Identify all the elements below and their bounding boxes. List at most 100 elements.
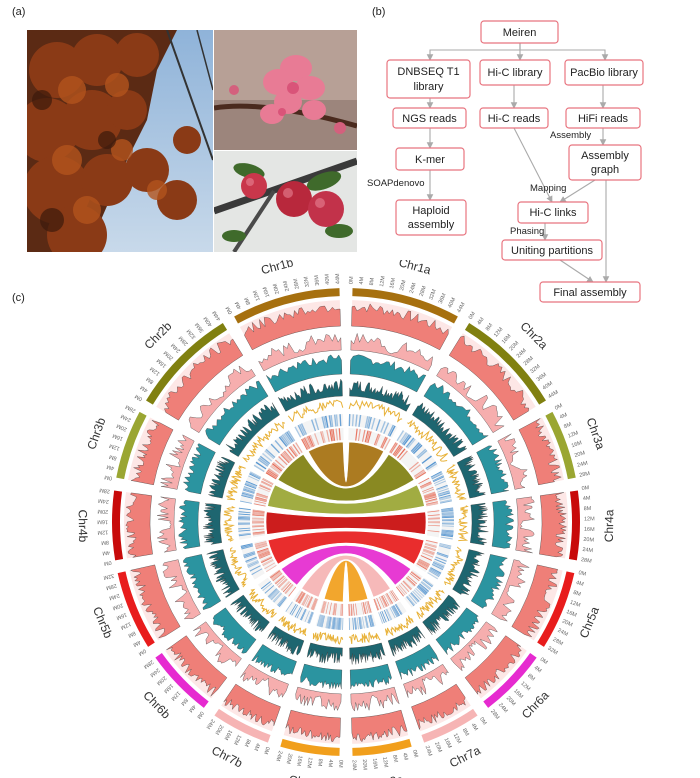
node-ngs-reads: NGS reads: [392, 107, 467, 129]
tick-label: 24M: [274, 750, 283, 762]
tick-label: 20M: [163, 349, 175, 361]
tick-label: 12M: [379, 275, 387, 287]
ideogram-chr5a: [537, 571, 575, 647]
tick-label: 44M: [456, 301, 467, 314]
tick-label: 8M: [108, 453, 117, 461]
tick-label: 12M: [569, 600, 581, 609]
tick-label: 4M: [470, 722, 479, 732]
tick-label: 0M: [134, 393, 144, 402]
tick-label: 20M: [399, 279, 407, 291]
chromosome-chr8a: 0M4M8M12M16M20M24MChr8a: [348, 600, 419, 778]
edge-label-soapdenovo: SOAPdenovo: [367, 178, 425, 189]
ideogram-chr8a: [352, 738, 412, 756]
chromosome-label-chr8a: Chr8a: [370, 772, 405, 778]
node-pacbio-library: PacBio library: [564, 59, 644, 86]
tick-label: 8M: [584, 506, 592, 512]
tick-label: 32M: [186, 327, 198, 339]
tick-label: 8M: [485, 322, 495, 332]
tick-label: 12M: [381, 756, 389, 768]
tick-label: 4M: [252, 742, 261, 752]
tick-label: 8M: [526, 673, 536, 683]
tick-label: 0M: [578, 570, 587, 578]
svg-text:Hi-C links: Hi-C links: [529, 207, 577, 219]
tick-label: 28M: [523, 355, 535, 367]
tick-label: 4M: [575, 580, 584, 588]
tick-label: 28M: [579, 471, 591, 479]
tick-label: 28M: [552, 637, 565, 648]
panel-label-c: (c): [12, 292, 25, 304]
node-haploid-assembly: Haploid assembly: [395, 199, 467, 236]
tick-label: 8M: [126, 630, 136, 639]
tick-label: 20M: [361, 759, 368, 771]
node-dnbseq-library: DNBSEQ T1 library: [386, 59, 471, 99]
tick-label: 12M: [519, 681, 531, 693]
ideogram-chr3b: [116, 411, 147, 480]
chromosome-label-chr7a: Chr7a: [447, 743, 483, 770]
tick-label: 24M: [516, 348, 528, 360]
tick-label: 16M: [512, 688, 524, 700]
tick-label: 12M: [452, 733, 462, 746]
tick-label: 16M: [115, 611, 128, 621]
node-hic-library: Hi-C library: [479, 59, 551, 86]
tick-label: 20M: [561, 619, 574, 629]
chromosome-label-chr6a: Chr6a: [519, 688, 552, 721]
chromosome-label-chr5a: Chr5a: [577, 604, 603, 640]
ideogram-chr8b: [280, 738, 340, 756]
tick-label: 24M: [98, 497, 110, 504]
node-hic-reads: Hi-C reads: [479, 107, 549, 129]
tick-label: 4M: [327, 759, 334, 767]
edge-label-mapping: Mapping: [530, 183, 566, 194]
tick-label: 12M: [584, 516, 595, 522]
tick-label: 20M: [583, 537, 595, 544]
tick-label: 24M: [409, 282, 418, 294]
tick-label: 24M: [120, 412, 133, 422]
tick-label: 32M: [303, 276, 311, 288]
chromosome-label-chr1a: Chr1a: [397, 260, 433, 277]
ideogram-chr1b: [234, 288, 340, 324]
tick-label: 8M: [243, 738, 252, 748]
node-assembly-graph: Assembly graph: [568, 144, 642, 181]
tick-label: 0M: [349, 276, 355, 284]
tick-label: 4M: [106, 463, 115, 471]
svg-text:HiFi reads: HiFi reads: [578, 113, 629, 125]
node-hifi-reads: HiFi reads: [565, 107, 641, 129]
tick-label: 8M: [391, 755, 398, 764]
tick-label: 16M: [97, 518, 108, 524]
tick-label: 28M: [142, 658, 155, 669]
link-chr7a-chr7b: [301, 554, 391, 598]
link-chr6a-chr6b: [280, 545, 412, 586]
tick-label: 24M: [148, 667, 160, 679]
tick-label: 28M: [419, 285, 428, 297]
tick-label: 28M: [105, 582, 117, 591]
svg-text:graph: graph: [591, 164, 619, 176]
svg-text:library: library: [414, 81, 444, 93]
tick-label: 8M: [179, 697, 189, 707]
tick-label: 8M: [316, 758, 323, 767]
tick-label: 24M: [557, 628, 570, 638]
svg-text:PacBio library: PacBio library: [570, 67, 638, 79]
ideogram-chr4a: [568, 490, 581, 561]
chromosome-label-chr4a: Chr4a: [602, 509, 616, 542]
tick-label: 0M: [262, 746, 270, 756]
tick-label: 44M: [547, 389, 560, 400]
tick-label: 0M: [539, 657, 549, 667]
tick-label: 16M: [112, 432, 125, 442]
tick-label: 24M: [577, 460, 589, 468]
edge-meiren-pacbio: [519, 43, 609, 61]
tick-label: 24M: [351, 760, 357, 771]
tick-label: 24M: [282, 280, 290, 292]
tick-label: 16M: [156, 357, 168, 369]
edge-label-phasing: Phasing: [510, 226, 544, 237]
svg-text:Haploid: Haploid: [412, 205, 449, 217]
tick-label: 8M: [461, 728, 470, 738]
tick-label: 4M: [533, 665, 543, 675]
tick-label: 36M: [438, 292, 448, 305]
tick-label: 32M: [428, 288, 438, 301]
tick-label: 0M: [103, 559, 112, 566]
tick-label: 0M: [478, 717, 487, 727]
tick-label: 0M: [195, 710, 205, 720]
